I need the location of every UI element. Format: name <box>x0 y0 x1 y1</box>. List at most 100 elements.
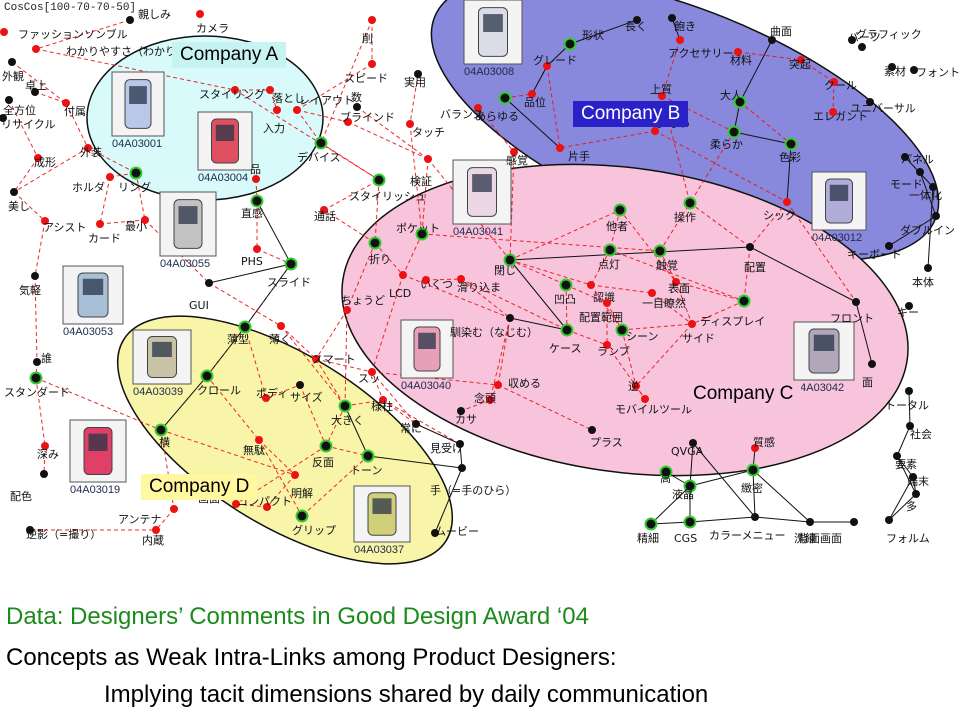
strong-link <box>754 516 811 523</box>
weak-link <box>566 329 608 346</box>
concept-node: 親しみ <box>126 8 171 24</box>
concept-label: ボディ <box>256 386 288 400</box>
concept-label: 反面 <box>312 456 334 469</box>
concept-node: グリップ <box>292 509 336 537</box>
concept-node: 逆 <box>628 379 640 393</box>
red-node-dot <box>543 62 551 70</box>
concept-node: 付属 <box>62 99 86 118</box>
strong-link <box>569 19 638 45</box>
red-node-dot <box>672 278 680 286</box>
weak-link <box>460 399 491 412</box>
red-node-dot <box>255 436 263 444</box>
black-node-dot <box>252 196 262 206</box>
concept-label: わかりやすさ（わかり <box>66 45 176 58</box>
black-node-dot <box>739 296 749 306</box>
concept-label: ディスプレイ <box>700 314 765 328</box>
phone-screen-icon <box>178 206 198 224</box>
concept-label: パーツ <box>848 31 881 44</box>
black-node-dot <box>735 97 745 107</box>
black-node-dot <box>500 93 510 103</box>
concept-node: 表面 <box>668 278 690 295</box>
concept-node: 色彩 <box>779 137 801 164</box>
weak-link <box>35 377 162 431</box>
black-node-dot <box>363 451 373 461</box>
product-thumbnail: 04A03039 <box>132 329 192 398</box>
black-node-dot <box>202 371 212 381</box>
product-thumbnail: 04A03004 <box>197 111 253 184</box>
concept-label: フロント <box>830 312 874 325</box>
weak-link <box>315 358 346 407</box>
concept-label: モード <box>890 178 923 191</box>
concept-node: ダブルイン <box>900 212 955 237</box>
concept-label: 親しみ <box>138 8 171 21</box>
concept-node: アシスト <box>41 217 87 234</box>
concept-node: タッチ <box>406 120 445 139</box>
concept-node: 配置範囲 <box>579 299 623 324</box>
phone-screen-icon <box>813 334 835 351</box>
red-node-dot <box>277 322 285 330</box>
concept-node: 形状 <box>563 28 604 51</box>
concept-label: 逆 <box>628 379 639 393</box>
concept-label: 面 <box>862 376 873 389</box>
black-node-dot <box>588 426 596 434</box>
black-node-dot <box>910 66 918 74</box>
product-thumbnail: 04A03001 <box>111 71 165 150</box>
weak-link <box>621 329 637 387</box>
weak-link <box>382 399 461 445</box>
black-node-dot <box>40 470 48 478</box>
red-node-dot <box>262 394 270 402</box>
red-node-dot <box>152 526 160 534</box>
weak-link <box>749 201 788 248</box>
concept-label: プラス <box>590 436 623 449</box>
red-node-dot <box>474 104 482 112</box>
strong-link <box>786 143 792 203</box>
weak-link <box>87 147 137 174</box>
concept-node: 削 <box>362 16 376 45</box>
concept-node: 長く <box>625 16 647 33</box>
red-node-dot <box>170 505 178 513</box>
weak-link <box>374 179 380 244</box>
concept-node: プラス <box>588 426 623 449</box>
caption-subtitle: Implying tacit dimensions shared by dail… <box>104 681 709 708</box>
weak-link <box>497 384 593 431</box>
weak-link <box>265 384 301 399</box>
strong-link <box>692 442 756 518</box>
concept-label: 収める <box>508 377 541 390</box>
weak-link <box>344 309 348 407</box>
concept-label: 質感 <box>753 435 775 449</box>
black-node-dot <box>605 245 615 255</box>
concept-node: 外観 <box>2 58 24 83</box>
phone-screen-icon <box>418 332 436 349</box>
concept-label: スタンダード <box>4 385 70 399</box>
concept-label: 深み <box>37 448 59 461</box>
concept-label: 形状 <box>582 28 604 42</box>
black-node-dot <box>901 153 909 161</box>
concept-node: GUI <box>189 279 213 312</box>
weak-link <box>43 445 46 475</box>
strong-link <box>650 485 691 525</box>
strong-link <box>244 263 292 328</box>
concept-node: ホルダ <box>72 173 114 194</box>
concept-label: 配色 <box>10 489 32 503</box>
concept-node: アクセサリー <box>668 36 733 60</box>
phone-screen-icon <box>829 184 849 201</box>
strong-link <box>509 259 568 331</box>
weak-link <box>590 284 653 294</box>
red-node-dot <box>603 299 611 307</box>
concept-node: 一体化 <box>909 183 942 202</box>
black-node-dot <box>909 473 917 481</box>
strong-link <box>888 215 937 247</box>
concept-node: スタイリング <box>199 86 265 101</box>
concept-node: レイアウト <box>293 94 354 114</box>
red-node-dot <box>510 148 518 156</box>
weak-link <box>737 51 802 61</box>
concept-label: パネル <box>901 153 934 166</box>
weak-link <box>301 455 369 517</box>
concept-label: 手（=手のひら） <box>430 483 516 497</box>
concept-node: 品 <box>250 163 261 183</box>
concept-node: グラフィック <box>848 27 922 44</box>
weak-link <box>619 209 677 283</box>
concept-node: 他者 <box>606 203 628 233</box>
concept-label: ちょうど <box>341 294 385 307</box>
concept-label: 飽き <box>674 19 696 33</box>
